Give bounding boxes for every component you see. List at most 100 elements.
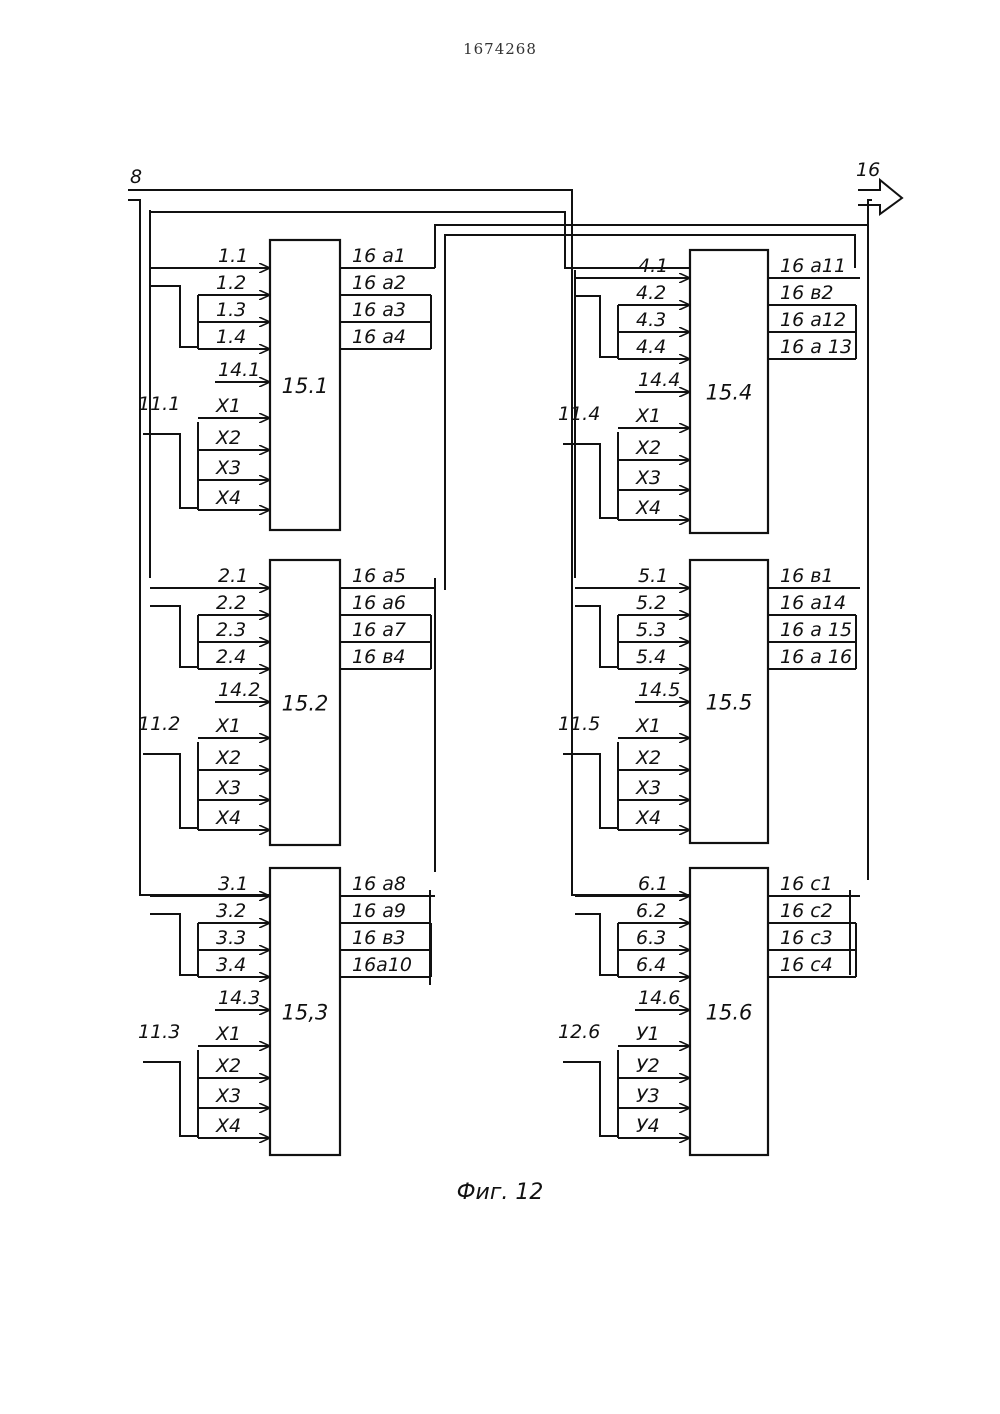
input-label: X3 (635, 777, 661, 799)
output-label: 16 c4 (780, 954, 833, 976)
input-label: 4.2 (636, 282, 666, 304)
input-label: 6.4 (636, 954, 666, 976)
output-label: 16a10 (352, 954, 412, 976)
input-label: 1.2 (216, 272, 246, 294)
output-label: 16 a 16 (780, 646, 852, 668)
output-label: 16 a 15 (780, 619, 852, 641)
side-label: 11.4 (558, 403, 600, 425)
output-label: 16 a1 (352, 245, 406, 267)
input-label: 2.4 (216, 646, 246, 668)
input-label: 2.3 (216, 619, 246, 641)
input-label: X1 (215, 1023, 241, 1045)
input-label: X4 (215, 807, 241, 829)
input-label: 14.1 (218, 359, 260, 381)
block-name: 15.4 (706, 381, 753, 405)
input-label: 4.4 (636, 336, 666, 358)
x-feed (143, 1062, 198, 1136)
input-label: X4 (635, 497, 661, 519)
side-label: 11.1 (138, 393, 180, 415)
input-label: У1 (636, 1023, 660, 1045)
output-label: 16 в4 (352, 646, 406, 668)
input-bus-feed (575, 296, 618, 357)
block-name: 15.5 (706, 691, 753, 715)
output-label: 16 a5 (352, 565, 406, 587)
block-15-5: 15.55.15.25.35.414.5X1X2X3X411.516 в116 … (558, 560, 860, 843)
output-label: 16 a9 (352, 900, 406, 922)
side-label: 11.2 (138, 713, 180, 735)
input-label: 6.1 (638, 873, 668, 895)
block-name: 15.1 (282, 374, 329, 398)
block-15-4: 15.44.14.24.34.414.4X1X2X3X411.416 a1116… (558, 250, 860, 533)
input-label: X4 (635, 807, 661, 829)
bus-output-label: 16 (856, 159, 880, 181)
input-label: 3.3 (216, 927, 246, 949)
side-label: 11.3 (138, 1021, 180, 1043)
output-bus-arrow (858, 180, 902, 214)
input-label: X1 (635, 715, 661, 737)
output-label: 16 a14 (780, 592, 846, 614)
input-label: 14.4 (638, 369, 680, 391)
output-label: 16 a2 (352, 272, 406, 294)
input-label: X4 (215, 1115, 241, 1137)
block-15-6: 15.66.16.26.36.414.6У1У2У3У412.616 c116 … (558, 868, 860, 1155)
input-label: X2 (215, 427, 241, 449)
input-label: X3 (215, 457, 241, 479)
side-label: 12.6 (558, 1021, 600, 1043)
input-bus-feed (575, 606, 618, 667)
block-15-1: 15.11.11.21.31.414.1X1X2X3X411.116 a116 … (138, 240, 435, 530)
input-label: X2 (215, 1055, 241, 1077)
block-name: 15,3 (282, 1001, 329, 1025)
side-label: 11.5 (558, 713, 600, 735)
input-label: 14.2 (218, 679, 260, 701)
input-label: 3.1 (218, 873, 248, 895)
x-feed (563, 1062, 618, 1136)
input-bus-feed (575, 914, 618, 975)
x-feed (143, 434, 198, 508)
input-label: X2 (215, 747, 241, 769)
input-label: 5.2 (636, 592, 666, 614)
input-label: X3 (635, 467, 661, 489)
input-label: 2.2 (216, 592, 246, 614)
block-15-3: 15,33.13.23.33.414.3X1X2X3X411.316 a816 … (138, 868, 435, 1155)
input-label: X2 (635, 437, 661, 459)
input-label: 14.3 (218, 987, 260, 1009)
input-label: X4 (215, 487, 241, 509)
output-label: 16 a7 (352, 619, 406, 641)
bus-labels: 8 16 (130, 159, 880, 188)
input-label: X3 (215, 1085, 241, 1107)
input-bus-feed (150, 606, 198, 667)
blocks-layer: 15.11.11.21.31.414.1X1X2X3X411.116 a116 … (138, 240, 860, 1155)
input-bus-feed (150, 914, 198, 975)
input-label: 2.1 (218, 565, 248, 587)
x-feed (143, 754, 198, 828)
output-label: 16 a4 (352, 326, 406, 348)
input-label: 6.3 (636, 927, 666, 949)
input-label: 3.4 (216, 954, 246, 976)
block-name: 15.2 (282, 692, 329, 716)
input-label: 5.4 (636, 646, 666, 668)
block-15-2: 15.2 2.1 2.2 2.3 2.4 14.2X1X2X3X4 11.2 16 a5 16 … (138, 560, 435, 845)
output-label: 16 c2 (780, 900, 833, 922)
output-label: 16 a8 (352, 873, 406, 895)
block-name: 15.6 (706, 1001, 753, 1025)
input-label: 14.5 (638, 679, 680, 701)
input-label: 1.1 (218, 245, 248, 267)
input-label: X1 (215, 715, 241, 737)
input-label: X3 (215, 777, 241, 799)
output-label: 16 c3 (780, 927, 833, 949)
input-label: 4.1 (638, 255, 668, 277)
output-label: 16 a11 (780, 255, 846, 277)
input-label: X1 (215, 395, 241, 417)
input-label: X2 (635, 747, 661, 769)
input-label: У2 (636, 1055, 660, 1077)
output-label: 16 в2 (780, 282, 834, 304)
figure-caption: Фиг. 12 (0, 1180, 1000, 1205)
bus-input-label: 8 (130, 166, 142, 188)
output-label: 16 a12 (780, 309, 846, 331)
input-label: У4 (636, 1115, 660, 1137)
input-label: 5.1 (638, 565, 668, 587)
input-label: 4.3 (636, 309, 666, 331)
output-label: 16 a 13 (780, 336, 852, 358)
output-label: 16 в1 (780, 565, 834, 587)
output-label: 16 в3 (352, 927, 406, 949)
